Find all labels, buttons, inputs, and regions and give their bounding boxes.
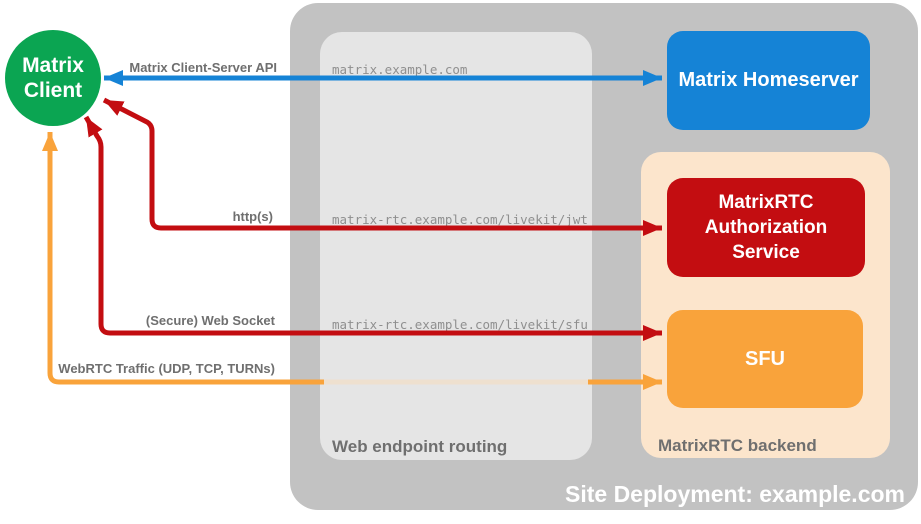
route-livekit-jwt: matrix-rtc.example.com/livekit/jwt [332,212,588,227]
matrixrtc-authorization-service-node: MatrixRTC Authorization Service [667,178,865,277]
websocket-arrow-label: (Secure) Web Socket [145,313,275,328]
matrix-client-node: Matrix Client [5,30,101,126]
matrix-client-label: Matrix Client [22,54,84,102]
sfu-label: SFU [745,347,785,370]
web-endpoint-routing-panel [320,32,592,460]
sfu-node: SFU [667,310,863,408]
web-endpoint-routing-caption: Web endpoint routing [332,437,508,456]
route-matrix-example-com: matrix.example.com [332,62,468,77]
matrixrtc-backend-caption: MatrixRTC backend [658,436,817,455]
webrtc-traffic-arrow-label: WebRTC Traffic (UDP, TCP, TURNs) [58,361,275,376]
site-deployment-caption: Site Deployment: example.com [565,481,905,507]
matrixrtc-authorization-service-label: MatrixRTC Authorization Service [704,192,828,263]
https-arrow-label: http(s) [232,209,273,224]
route-livekit-sfu: matrix-rtc.example.com/livekit/sfu [332,317,588,332]
client-server-api-arrow-label: Matrix Client-Server API [129,60,277,75]
matrix-homeserver-node: Matrix Homeserver [667,31,870,130]
matrix-homeserver-label: Matrix Homeserver [678,69,859,91]
